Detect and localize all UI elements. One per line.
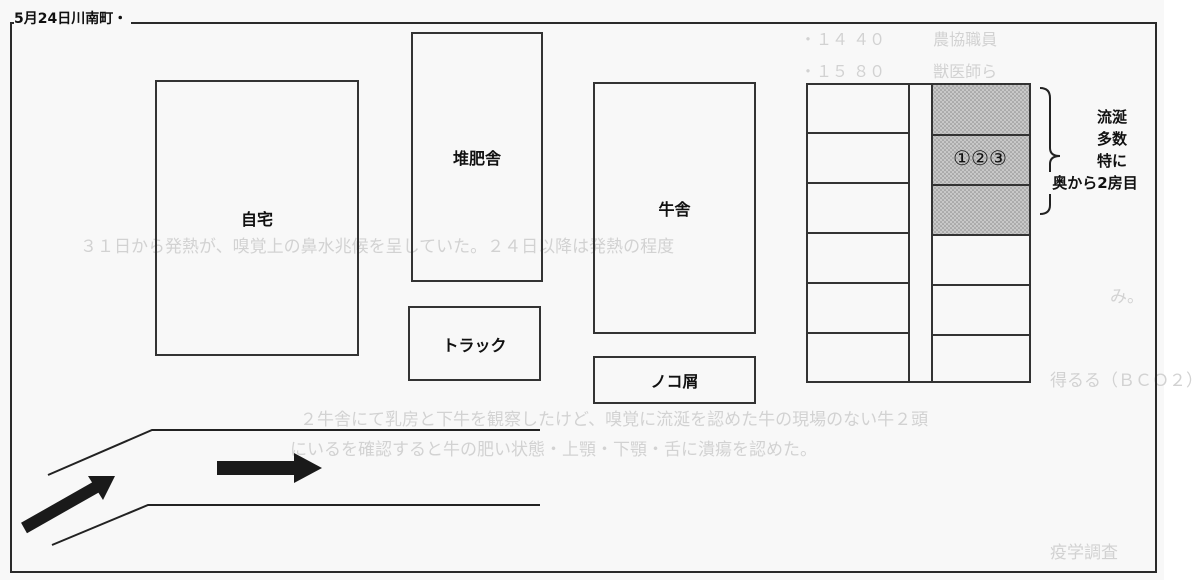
left-stall-dividers — [807, 132, 909, 334]
road-lines — [47, 429, 540, 546]
compost-shed: 堆肥舎 — [411, 32, 543, 282]
annotation-bracket — [1039, 87, 1061, 215]
truck: トラック — [408, 306, 541, 381]
arrow-right — [217, 453, 322, 483]
diagram-title: 5月24日川南町・ — [14, 8, 132, 28]
shaded-stall-2 — [932, 135, 1029, 185]
scanned-page: ・１４ ４０ 農協職員 ・１５ ８０ 獣医師ら ３１日から発熱が、嗅覚上の鼻水兆… — [10, 8, 1203, 573]
arrow-diagonal — [21, 476, 115, 534]
annotation-line-3: 特に — [1096, 152, 1127, 170]
shaded-stall-3 — [932, 185, 1029, 235]
cattle-barn: 牛舎 — [593, 82, 756, 334]
bleed-through-line-3: ３１日から発熱が、嗅覚上の鼻水兆候を呈していた。２４日以降は発熱の程度 — [80, 237, 675, 257]
bleed-through-line-7: にいるを確認すると牛の肥い状態・上顎・下顎・舌に潰瘍を認めた。 — [290, 440, 817, 460]
bleed-through-line-8: 疫学調査 — [1050, 543, 1118, 563]
home-building: 自宅 — [155, 80, 359, 356]
bleed-through-line-4: み。 — [1110, 287, 1144, 307]
case-markers: ①②③ — [953, 146, 1007, 170]
compost-shed-label: 堆肥舎 — [452, 149, 501, 168]
home-label: 自宅 — [240, 210, 273, 229]
livestock-pen-diagram: ①②③ — [806, 83, 1031, 383]
bleed-through-line-2: ・１５ ８０ 獣医師ら — [800, 62, 998, 81]
right-stall-dividers — [932, 134, 1030, 336]
annotation-line-4: 奥から2房目 — [1038, 172, 1152, 194]
annotation-line-2: 多数 — [1096, 130, 1127, 148]
road-and-arrows — [21, 429, 540, 546]
bleed-through-line-6: ２牛舎にて乳房と下牛を観察したけど、嗅覚に流涎を認めた牛の現場のない牛２頭 — [300, 410, 929, 430]
diagram-frame — [10, 22, 1157, 573]
sawdust-pile: ノコ屑 — [593, 356, 756, 404]
shaded-stalls — [932, 85, 1029, 235]
truck-label: トラック — [442, 335, 507, 355]
cattle-barn-label: 牛舎 — [658, 200, 691, 219]
bleed-through-line-5: 得るる（ＢＣＯ２） — [1050, 371, 1203, 391]
sawdust-label: ノコ屑 — [650, 372, 699, 391]
symptom-annotation: 流涎 多数 特に 奥から2房目 — [1038, 106, 1152, 194]
bleed-through-line-1: ・１４ ４０ 農協職員 — [800, 30, 998, 49]
annotation-line-1: 流涎 — [1096, 108, 1127, 126]
shaded-stall-1 — [932, 85, 1029, 135]
